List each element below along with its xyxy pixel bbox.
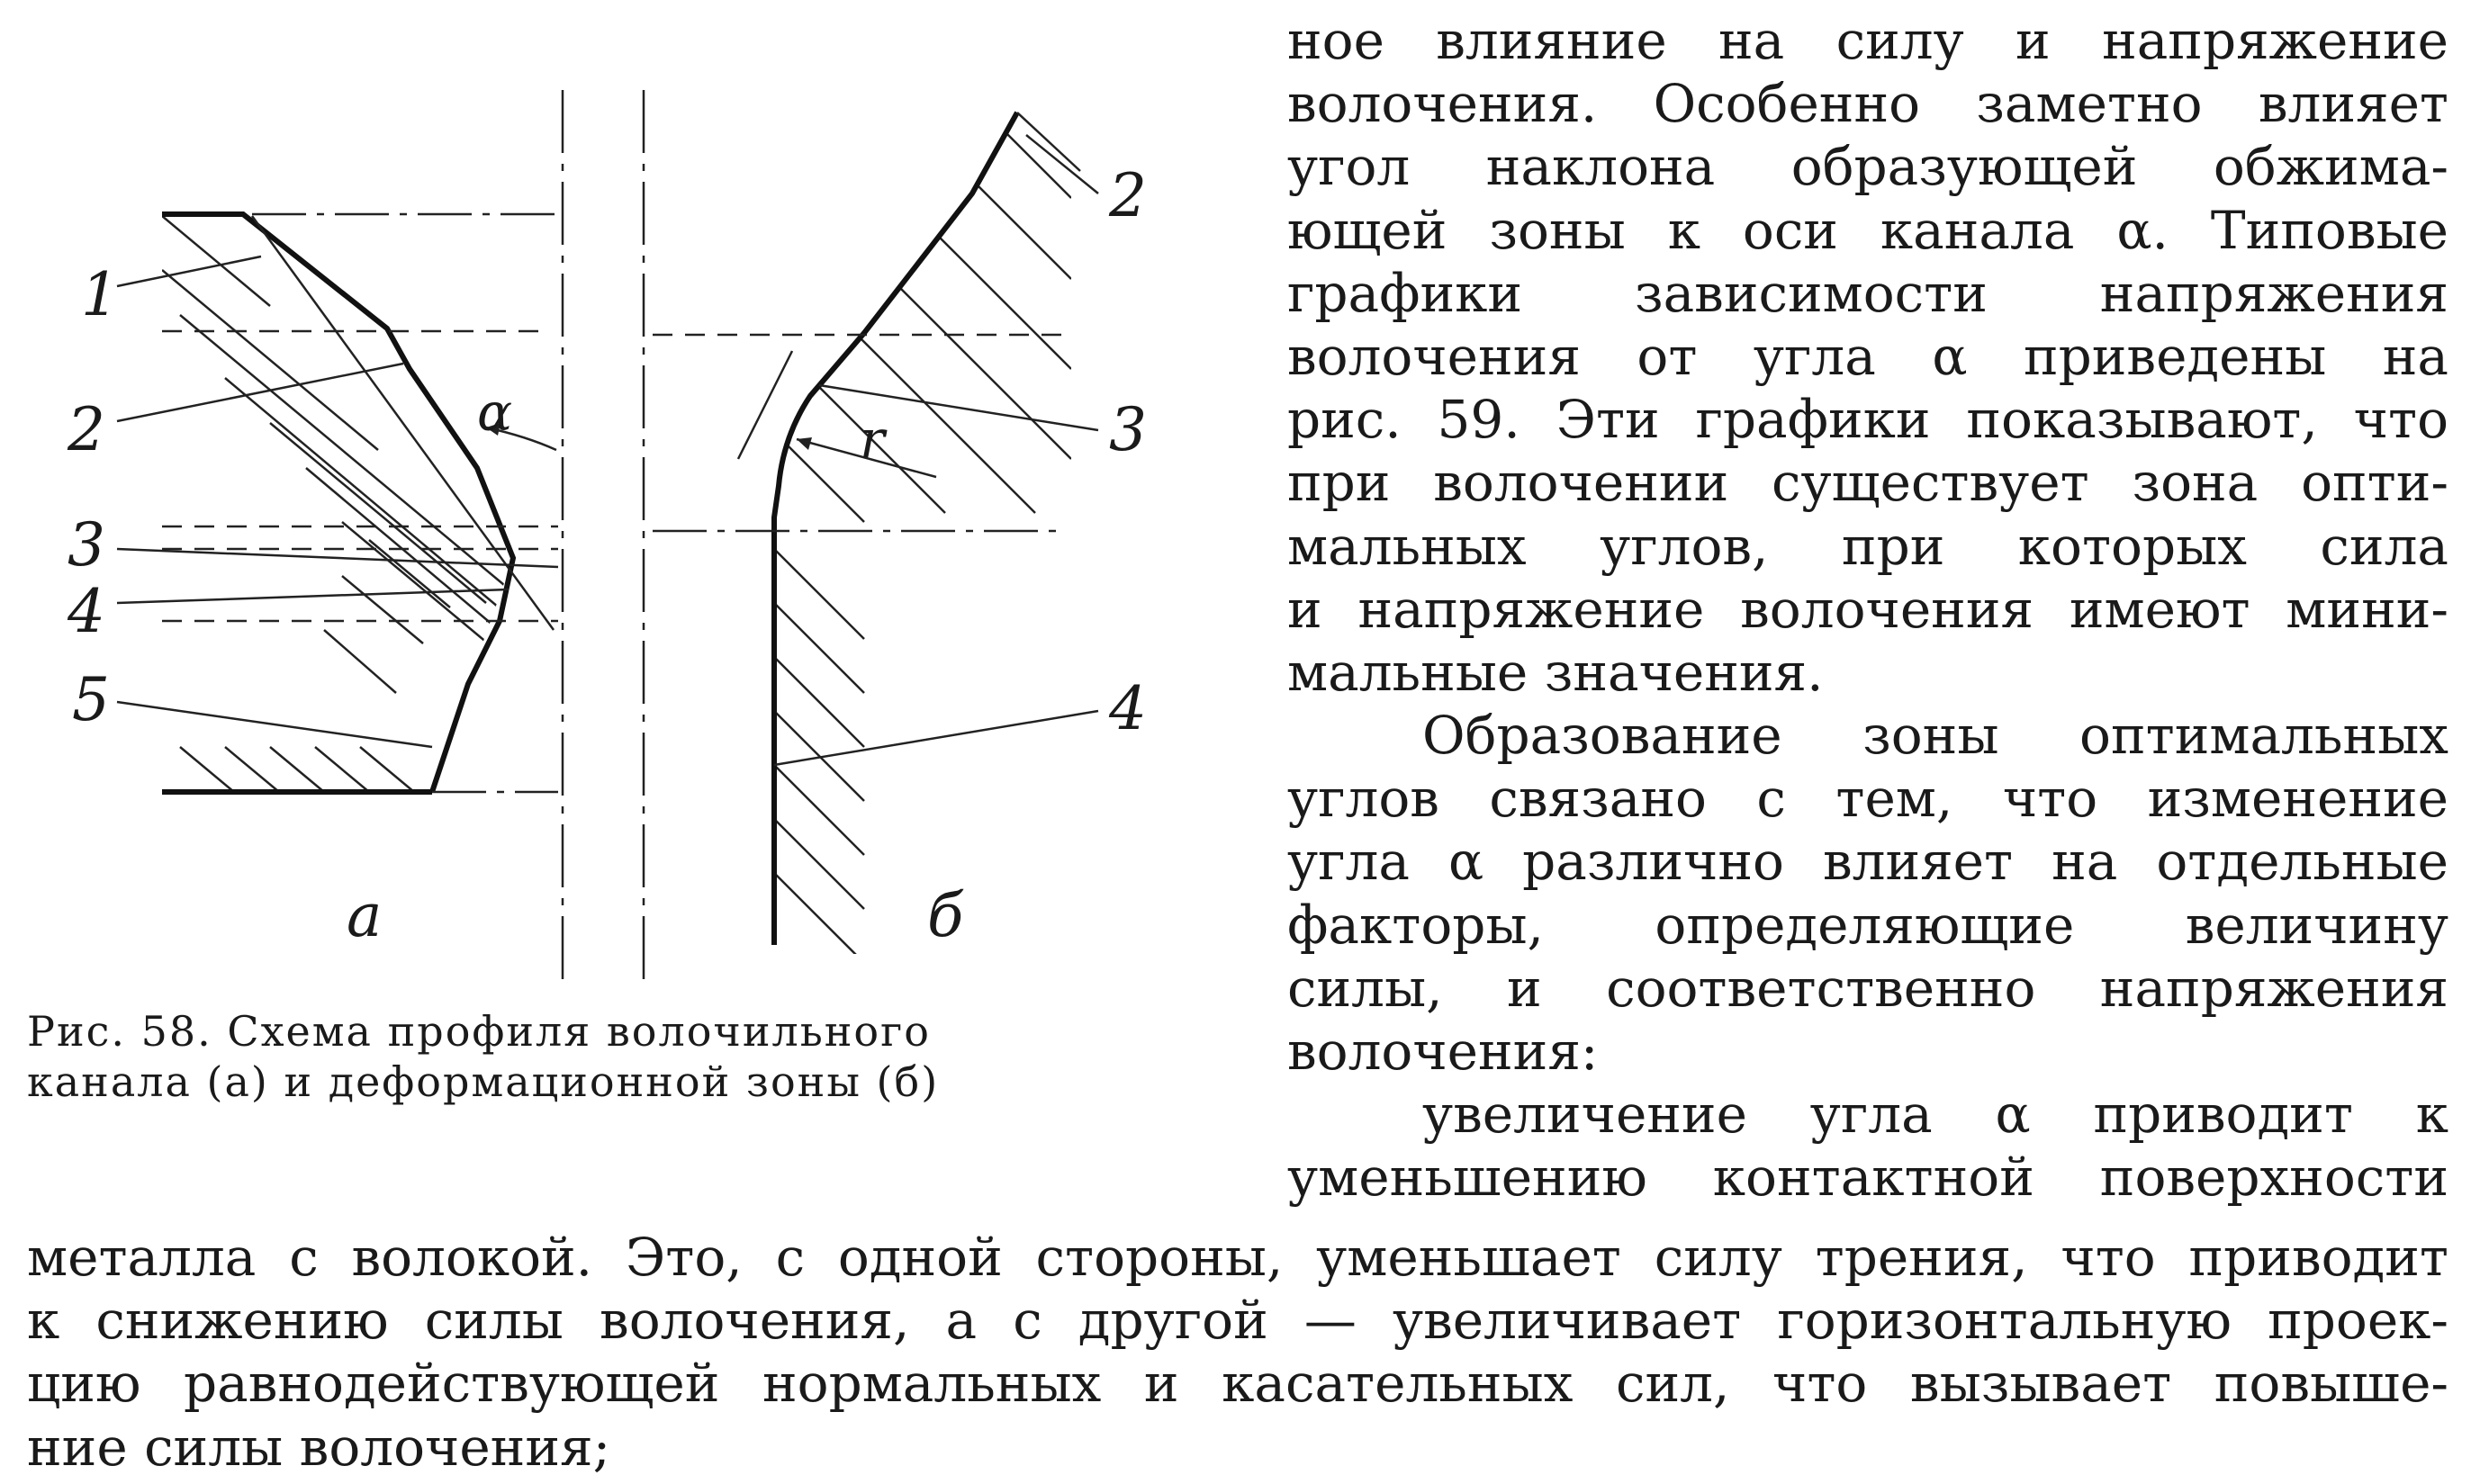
text-line: волочения. Особенно заметно влияет [1287,73,2448,135]
bottom-paragraph: металла с волокой. Это, с одной стороны,… [27,1226,2448,1479]
text-line: ное влияние на силу и напряжение [1287,10,2448,71]
cone-line-a [250,215,555,631]
die-profile-diagram: 1 2 3 4 5 2 3 4 α r а б [67,90,1147,990]
text-line: угол наклона образующей обжима- [1287,136,2448,198]
zone-lines-a [162,329,558,623]
hatching-a [162,215,505,792]
figure-caption: Рис. 58. Схема профиля волочильного кана… [27,1006,1215,1107]
text-line: ние силы волочения; [27,1416,611,1478]
text-line: уменьшению контактной поверхности [1287,1147,2448,1209]
radius-line [796,437,937,479]
dash-dot-lines-a [252,212,558,794]
text-line: при волочении существует зона опти- [1287,452,2448,514]
sublabel-a: а [347,881,382,950]
caption-line-1: Рис. 58. Схема профиля волочильного [27,1007,931,1056]
label-b-2: 2 [1108,161,1147,230]
tangent-line-b [736,350,794,460]
text-column: ное влияние на силу и напряжение волочен… [1287,9,2448,1210]
top-edge-b [1016,112,1081,172]
label-a-3: 3 [68,510,105,580]
text-line: увеличение угла α приводит к [1422,1084,2448,1146]
text-line: волочения: [1287,1021,1599,1082]
leader-lines-a [116,255,559,749]
label-a-2: 2 [67,395,105,464]
sublabel-b: б [927,881,964,950]
radius-arrow [797,437,812,450]
label-a-5: 5 [72,665,110,734]
alpha-arrow [486,423,501,436]
text-line: Образование зоны оптимальных [1422,705,2448,767]
axis-lines [561,90,645,990]
text-line: факторы, определяющие величину [1287,894,2448,956]
label-b-4: 4 [1108,674,1147,743]
label-a-4: 4 [67,577,105,646]
leader-lines-b [773,134,1099,767]
label-b-3: 3 [1109,395,1147,464]
text-line: металла с волокой. Это, с одной стороны,… [27,1227,2448,1288]
text-line: углов связано с тем, что изменение [1287,768,2448,830]
text-line: мальные значения. [1287,641,1824,703]
text-line: волочения от угла α приведены на [1287,325,2448,387]
alpha-label: α [477,382,512,443]
figure-58: 1 2 3 4 5 2 3 4 α r а б [0,0,1260,1170]
text-line: к снижению силы волочения, а с другой — … [27,1290,2448,1352]
text-line: графики зависимости напряжения [1287,262,2448,324]
text-line: угла α различно влияет на отдельные [1287,831,2448,893]
text-line: силы, и соответственно напряжения [1287,957,2448,1019]
text-line: ющей зоны к оси канала α. Типовые [1287,199,2448,261]
text-line: рис. 59. Эти графики показывают, что [1287,389,2448,451]
die-profile-a [162,211,517,793]
text-line: цию равнодействующей нормальных и касате… [27,1353,2448,1415]
caption-line-2: канала (а) и деформационной зоны (б) [27,1057,940,1106]
hatching-b [774,116,1071,954]
label-a-1: 1 [81,260,119,329]
radius-label: r [860,409,888,470]
deformation-profile-b [771,111,1020,945]
text-line: мальных углов, при которых сила [1287,515,2448,577]
text-line: и напряжение волочения имеют мини- [1287,578,2448,640]
